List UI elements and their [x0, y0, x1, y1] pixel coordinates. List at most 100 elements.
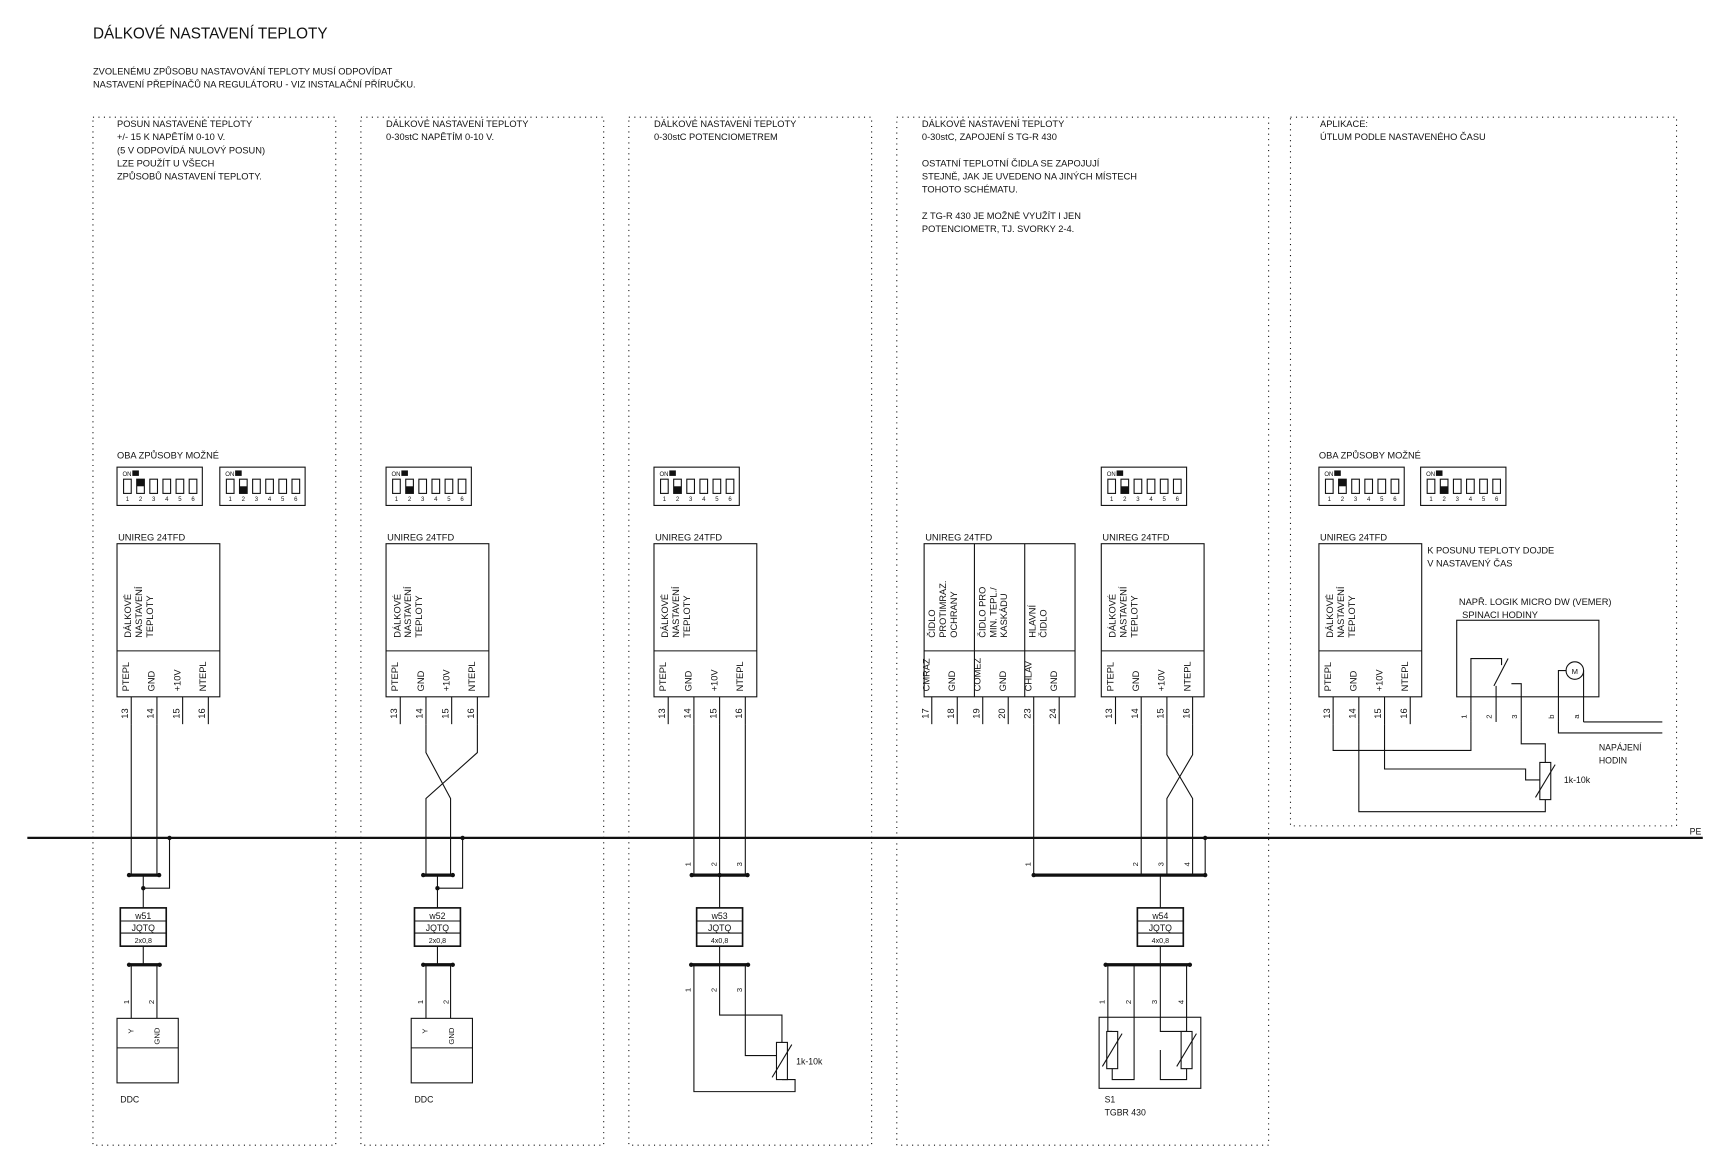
dip-number: 6 — [728, 497, 732, 503]
cable-type: JQTQ — [1149, 923, 1172, 933]
terminal-number: 14 — [415, 708, 425, 718]
cable-label-box — [119, 907, 168, 947]
pin-label: NTEPL — [735, 661, 745, 691]
pin-label: +10V — [1157, 669, 1167, 692]
dip-toggle — [1324, 478, 1334, 494]
timer-terminal: 2 — [1485, 714, 1494, 718]
regulator-model-label: UNIREG 24TFD — [387, 532, 454, 542]
panel-header-text: APLIKACE: — [1320, 119, 1368, 129]
panel-header-text: 0-30stC, ZAPOJENÍ S TG-R 430 — [922, 132, 1057, 142]
dip-toggle-on — [1440, 486, 1448, 494]
regulator-section-label: DÁLKOVÉ — [1325, 594, 1335, 638]
wire-number: 1 — [1023, 862, 1032, 866]
regulator-section-label: DÁLKOVÉ — [660, 594, 670, 638]
terminal-number: 14 — [146, 708, 156, 718]
device-pin-label: Y — [421, 1029, 430, 1034]
panel-header-text: POSUN NASTAVENÉ TEPLOTY — [117, 119, 252, 129]
regulator-section-label: TEPLOTY — [1129, 595, 1139, 637]
timer-device — [1456, 619, 1600, 698]
motor-label: M — [1572, 667, 1578, 676]
wire-number: 4 — [1182, 861, 1191, 866]
dip-toggle — [1479, 478, 1488, 494]
intro-text: NASTAVENÍ PŘEPÍNAČŮ NA REGULÁTORU - VIZ … — [93, 79, 416, 90]
junction-dot — [1031, 872, 1036, 878]
note-text: K POSUNU TEPLOTY DOJDE — [1427, 546, 1554, 556]
panel-header-text: DÁLKOVÉ NASTAVENÍ TEPLOTY — [654, 119, 796, 129]
dip-toggle — [291, 478, 301, 494]
dip-number: 4 — [165, 497, 169, 503]
regulator-block — [116, 543, 221, 698]
dip-toggle — [1107, 478, 1117, 494]
regulator-block — [653, 543, 758, 698]
dip-toggle — [265, 478, 274, 494]
cable-spec: 4x0,8 — [1152, 937, 1169, 945]
regulator-section-label: NASTAVENÍ — [134, 586, 144, 638]
panel-header-text: 0-30stC POTENCIOMETREM — [654, 132, 778, 142]
dip-switch — [116, 466, 203, 506]
note-text: V NASTAVENÝ ČAS — [1427, 559, 1512, 569]
dip-on-label: ON — [659, 472, 668, 478]
regulator-model-label: UNIREG 24TFD — [655, 532, 722, 542]
pot-label: 1k-10k — [1564, 775, 1591, 785]
dip-number: 3 — [1136, 497, 1140, 503]
wire-number: 1 — [122, 1000, 131, 1004]
dip-number: 6 — [460, 497, 464, 503]
wire-number: 1 — [416, 1000, 425, 1004]
dip-on-label: ON — [1426, 472, 1435, 478]
terminal-number: 15 — [708, 708, 718, 718]
dip-toggle-on — [1338, 479, 1347, 487]
on-indicator-icon — [1334, 470, 1341, 476]
pin-label: GND — [998, 670, 1008, 691]
regulator-block — [385, 543, 490, 698]
pin-label: GND — [1131, 670, 1141, 691]
dip-number: 4 — [434, 497, 438, 503]
regulator-section-label: TEPLOTY — [682, 595, 692, 637]
wire-number: 2 — [441, 1000, 450, 1004]
dip-toggle — [1377, 478, 1387, 494]
dip-number: 3 — [255, 497, 259, 503]
dip-on-label: ON — [1324, 472, 1333, 478]
on-indicator-icon — [235, 470, 242, 476]
wire — [1332, 721, 1472, 751]
wire — [1159, 1050, 1188, 1081]
wire — [1358, 724, 1546, 813]
dip-number: 6 — [1176, 497, 1180, 503]
dip-number: 1 — [1328, 497, 1332, 503]
junction-dot — [1103, 962, 1108, 967]
dip-toggle — [1492, 478, 1502, 494]
dip-toggle — [1452, 478, 1462, 494]
wire — [1520, 721, 1546, 763]
dip-toggle — [392, 478, 401, 494]
dip-number: 3 — [689, 497, 693, 503]
dip-toggle-on — [239, 486, 248, 494]
pin-label: PTEPL — [121, 662, 131, 691]
terminal-number: 13 — [389, 708, 399, 718]
dip-toggle — [175, 478, 185, 494]
terminal-number: 23 — [1022, 708, 1032, 718]
dip-toggle — [252, 478, 261, 494]
intro-text: ZVOLENÉMU ZPŮSOBU NASTAVOVÁNÍ TEPLOTY MU… — [93, 66, 393, 77]
junction-dot — [688, 962, 694, 967]
junction-dot — [435, 886, 440, 891]
terminal-number: 13 — [1322, 708, 1332, 718]
terminal-number: 20 — [997, 708, 1007, 718]
dip-number: 4 — [702, 497, 706, 503]
on-indicator-icon — [1116, 470, 1124, 476]
cable-type: JQTQ — [132, 923, 155, 933]
junction-dot — [141, 886, 146, 891]
dip-number: 2 — [676, 497, 680, 503]
terminal-number: 15 — [1373, 708, 1383, 718]
pin-label: PTEPL — [658, 662, 668, 691]
dip-number: 3 — [152, 497, 156, 503]
junction-dot — [1187, 962, 1193, 967]
terminal-number: 24 — [1048, 708, 1058, 718]
pot-arrow — [1534, 764, 1556, 798]
dip-number: 1 — [663, 497, 667, 503]
wire-number: 1 — [684, 862, 693, 866]
panel-header-text: TOHOTO SCHÉMATU. — [922, 185, 1018, 195]
cable-spec: 4x0,8 — [711, 937, 728, 945]
dip-toggle — [712, 478, 722, 494]
dip-number: 2 — [1123, 497, 1127, 503]
sensor-section-label: OCHRANY — [949, 591, 959, 637]
supply-wire — [1557, 721, 1663, 734]
